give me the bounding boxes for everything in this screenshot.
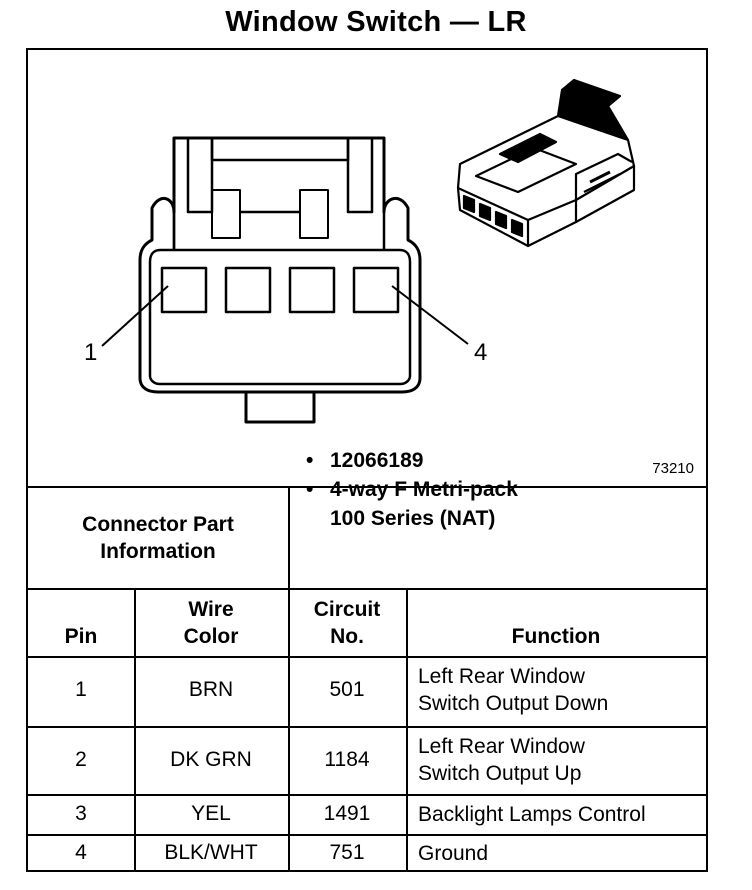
rule bbox=[288, 486, 290, 588]
function-line: Switch Output Up bbox=[418, 762, 582, 785]
table-cell-circuit: 1184 bbox=[324, 748, 370, 771]
pin-cavity-1 bbox=[160, 266, 208, 314]
connector-type-line1: 4-way F Metri-pack bbox=[330, 478, 518, 501]
bullet-item: • 12066189 bbox=[306, 446, 518, 475]
rule bbox=[28, 656, 706, 658]
header-circuit-1: Circuit bbox=[313, 598, 381, 621]
page-title: Window Switch — LR bbox=[225, 6, 527, 38]
rule bbox=[288, 588, 290, 872]
rule bbox=[406, 588, 408, 872]
connector-info-bullets: • 12066189 • 4-way F Metri-pack 100 Seri… bbox=[306, 446, 518, 533]
connector-label-line2: Information bbox=[100, 540, 216, 563]
function-line: Left Rear Window bbox=[418, 735, 585, 758]
table-cell-color: DK GRN bbox=[170, 748, 252, 771]
header-circuit: Circuit No. bbox=[288, 596, 406, 650]
bullet-item-cont: 100 Series (NAT) bbox=[306, 504, 518, 533]
pin-cavity-3 bbox=[288, 266, 336, 314]
table-cell-circuit: 501 bbox=[329, 678, 365, 701]
connector-type-line2: 100 Series (NAT) bbox=[330, 507, 496, 530]
function-line: Left Rear Window bbox=[418, 665, 585, 688]
connector-face-outline bbox=[138, 136, 422, 394]
table-cell-function: Ground bbox=[418, 841, 489, 865]
table-cell-circuit: 751 bbox=[329, 841, 365, 864]
header-wire-color: Wire Color bbox=[134, 596, 288, 650]
table-cell-circuit: 1491 bbox=[323, 802, 371, 825]
table-cell-pin: 2 bbox=[75, 748, 87, 771]
rule bbox=[134, 588, 136, 872]
connector-iso-view bbox=[456, 78, 636, 248]
connector-label-line1: Connector Part bbox=[82, 513, 234, 536]
table-cell-pin: 3 bbox=[75, 802, 87, 825]
figure-number: 73210 bbox=[652, 460, 694, 477]
rule bbox=[28, 726, 706, 728]
pin-cavity-2 bbox=[224, 266, 272, 314]
function-line: Switch Output Down bbox=[418, 692, 609, 715]
diagram-frame: 1 4 73210 Connector bbox=[26, 48, 708, 872]
bullet-item: • 4-way F Metri-pack bbox=[306, 475, 518, 504]
connector-drawing: 1 4 bbox=[84, 78, 636, 424]
header-circuit-2: No. bbox=[330, 625, 364, 648]
table-cell-color: BLK/WHT bbox=[164, 841, 258, 864]
rule bbox=[28, 794, 706, 796]
header-pin: Pin bbox=[64, 625, 98, 648]
table-cell-pin: 1 bbox=[75, 678, 87, 701]
table-cell-pin: 4 bbox=[75, 841, 87, 864]
header-function: Function bbox=[511, 625, 601, 648]
rule bbox=[28, 588, 706, 590]
table-cell-color: YEL bbox=[191, 802, 231, 825]
rule bbox=[28, 834, 706, 836]
table-cell-color: BRN bbox=[188, 678, 234, 701]
pin-cavity-4 bbox=[352, 266, 400, 314]
header-wire: Wire bbox=[188, 598, 234, 621]
part-number: 12066189 bbox=[330, 449, 424, 472]
callout-1: 1 bbox=[84, 339, 97, 366]
rule bbox=[28, 486, 706, 488]
header-color: Color bbox=[183, 625, 239, 648]
table-cell-function: Left Rear Window Switch Output Up bbox=[406, 726, 706, 794]
table-cell-function: Backlight Lamps Control bbox=[418, 802, 646, 826]
connector-info-label: Connector Part Information bbox=[28, 488, 288, 588]
table-cell-function: Left Rear Window Switch Output Down bbox=[406, 656, 706, 724]
callout-4: 4 bbox=[474, 339, 487, 366]
